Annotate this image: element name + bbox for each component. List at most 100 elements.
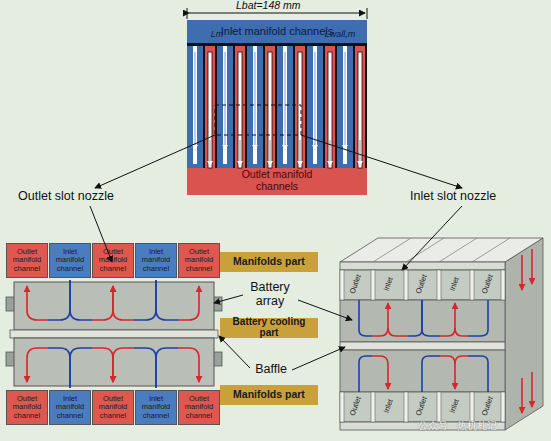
- channel-period: [247, 46, 277, 168]
- leader-line: [219, 336, 250, 368]
- node-text: Manifolds part: [233, 256, 305, 267]
- node-text: Outlet manifold channel: [180, 248, 218, 272]
- dimension-tick: [187, 8, 188, 19]
- battery-layer: [340, 300, 505, 342]
- fin: [501, 270, 505, 300]
- fin: [404, 392, 408, 422]
- slot-line: [472, 238, 510, 262]
- manifold-channel-box: Inlet manifold channel: [49, 390, 91, 425]
- fin: [371, 392, 375, 422]
- flow-arrow: [521, 378, 523, 413]
- leader-line: [95, 135, 215, 188]
- node-text: Inlet manifold channel: [51, 395, 89, 419]
- manifold-channel-box: Outlet manifold channel: [92, 390, 134, 425]
- module-top-face: [340, 238, 543, 262]
- leader-line: [301, 135, 462, 188]
- part-tag: Manifolds part: [220, 252, 318, 272]
- watermark: 公众号 · 热机札记: [418, 420, 550, 432]
- outlet-manifold-region: Outlet manifold channels: [187, 166, 367, 195]
- channel-period: [307, 46, 337, 168]
- flow-path: [92, 348, 113, 382]
- manifold-channel-box: Inlet manifold channel: [135, 390, 177, 425]
- flow-path: [70, 348, 92, 388]
- flow-path: [359, 300, 372, 336]
- flow-port-label: Inlet: [380, 269, 398, 300]
- node-text: Outlet manifold channel: [8, 395, 46, 419]
- fin: [404, 270, 408, 300]
- top-plate: [340, 262, 505, 270]
- manifold-channel-box: Inlet manifold channel: [135, 243, 177, 278]
- node-text: Manifolds part: [233, 389, 305, 400]
- flow-path: [178, 348, 199, 382]
- flow-port-label: Outlet: [347, 269, 365, 300]
- flow-path: [48, 348, 70, 388]
- flow-path: [455, 356, 468, 364]
- flow-path: [408, 300, 422, 336]
- node-text: Outlet manifold channel: [8, 248, 46, 272]
- slot-line: [439, 238, 477, 262]
- flow-path: [440, 356, 455, 389]
- flow-arrow: [531, 249, 533, 284]
- flow-port-label: Inlet: [446, 269, 464, 300]
- channel-period: [187, 46, 217, 168]
- flow-port-label: Outlet: [413, 269, 431, 300]
- battery-layer: [340, 350, 505, 392]
- flow-path: [113, 286, 134, 320]
- node-text: Inlet manifold channel: [137, 248, 175, 272]
- detail-box: [215, 105, 301, 135]
- flow-path: [156, 280, 178, 320]
- flow-path: [92, 286, 113, 320]
- text-label: Inlet slot nozzle: [410, 189, 550, 203]
- manifold-channel-box: Inlet manifold channel: [49, 243, 91, 278]
- flow-path: [372, 356, 388, 389]
- leader-line: [402, 206, 462, 270]
- node-text: Battery cooling part: [222, 317, 316, 339]
- node-text: Outlet manifold channel: [94, 395, 132, 419]
- fin: [470, 392, 474, 422]
- node-text: Inlet manifold channels: [221, 26, 334, 38]
- fin: [371, 270, 375, 300]
- text-label: Lbat=148 mm: [236, 0, 336, 11]
- dimension-tick: [367, 8, 368, 19]
- fin: [437, 392, 441, 422]
- node-text: Inlet manifold channel: [137, 395, 175, 419]
- leader-line: [298, 300, 352, 320]
- flow-path: [48, 280, 70, 320]
- flow-port-label: Outlet: [347, 391, 365, 422]
- flow-path: [422, 356, 440, 392]
- manifold-channel-box: Outlet manifold channel: [6, 390, 48, 425]
- baffle-plate: [10, 330, 218, 338]
- battery-cell: [14, 338, 214, 386]
- slot-line: [373, 238, 411, 262]
- flow-path: [27, 348, 48, 382]
- flow-path: [134, 348, 156, 388]
- manifold-channel-box: Outlet manifold channel: [178, 390, 220, 425]
- fin: [340, 270, 344, 300]
- flow-path: [440, 303, 455, 336]
- slot-line: [406, 238, 444, 262]
- manifold-channel-box: Outlet manifold channel: [6, 243, 48, 278]
- part-tag: Battery cooling part: [220, 318, 318, 338]
- text-label: Battery array: [238, 280, 302, 309]
- flow-port-label: Outlet: [413, 391, 431, 422]
- flow-path: [455, 328, 468, 336]
- leader-line: [292, 347, 345, 370]
- channel-period: [277, 46, 307, 168]
- flow-port-label: Outlet: [479, 269, 497, 300]
- flow-path: [422, 300, 440, 336]
- node-text: Outlet manifold channel: [180, 395, 218, 419]
- module-side-face: [505, 238, 543, 430]
- leader-line: [90, 206, 112, 262]
- node-text: Outlet manifold channel: [94, 248, 132, 272]
- flow-path: [468, 356, 488, 392]
- node-text: Inlet manifold channel: [51, 248, 89, 272]
- leader-line: [214, 295, 243, 303]
- flow-path: [388, 328, 408, 336]
- battery-cell: [14, 282, 214, 330]
- channel-period: [337, 46, 367, 168]
- flow-path: [134, 280, 156, 320]
- part-tag: Manifolds part: [220, 385, 318, 405]
- flow-path: [359, 356, 372, 392]
